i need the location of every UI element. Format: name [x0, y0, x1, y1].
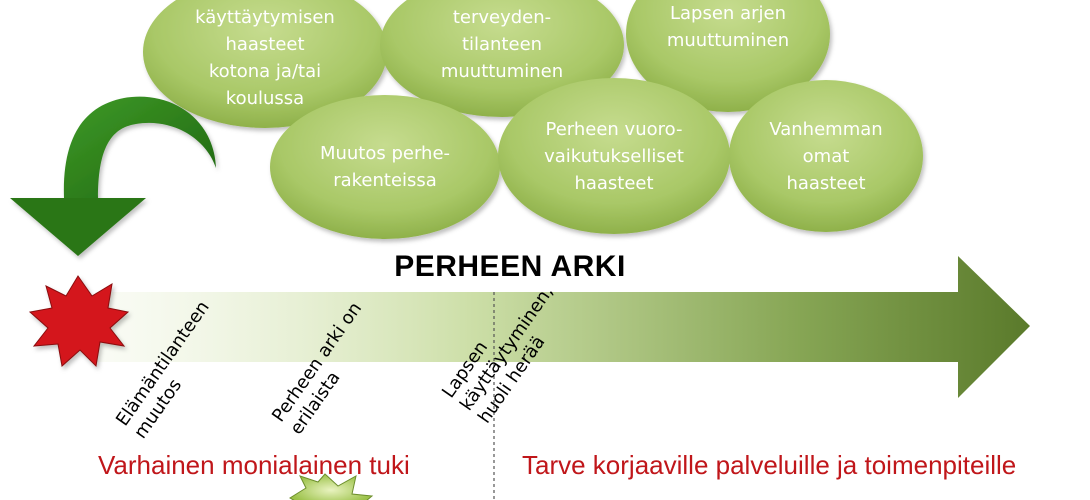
- bubble-family-structure-text: Muutos perhe- rakenteissa: [319, 143, 451, 191]
- bubble-parent: [729, 80, 923, 232]
- bubble-parent-text: Vanhemman omat haasteet: [769, 119, 883, 194]
- bubble-child-daily-text: Lapsen arjen muuttuminen: [666, 3, 790, 51]
- bubble-behaviour: [143, 0, 387, 128]
- bubble-family-structure: [270, 95, 500, 239]
- early-support-label: Varhainen monialainen tuki: [98, 450, 410, 480]
- bubble-interaction-text: Perheen vuoro- vaikutukselliset haasteet: [544, 119, 684, 194]
- timeline-arrow: [95, 256, 1030, 398]
- red-burst-icon: [28, 275, 130, 368]
- corrective-services-label: Tarve korjaaville palveluille ja toimenp…: [522, 450, 1017, 480]
- bubble-interaction: [498, 78, 730, 234]
- bubble-health-text: terveyden- tilanteen muuttuminen: [440, 7, 564, 82]
- curved-arrow-icon: [10, 96, 217, 256]
- diagram-title: PERHEEN ARKI: [394, 250, 626, 283]
- bubble-behaviour-text: käyttäytymisen haasteet kotona ja/tai ko…: [195, 7, 335, 109]
- green-burst-icon: [289, 473, 374, 500]
- bubble-child-daily: [626, 0, 830, 112]
